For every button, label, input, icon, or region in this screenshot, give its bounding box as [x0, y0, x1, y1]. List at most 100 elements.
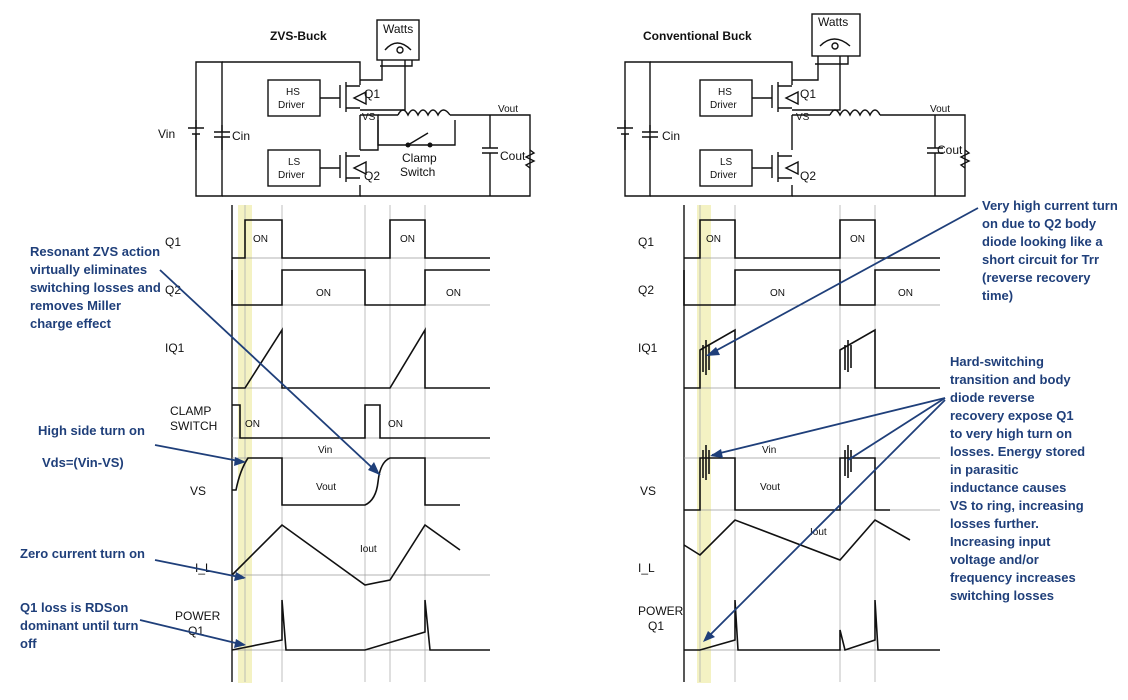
high-side-line-1: High side turn on: [38, 423, 145, 438]
annotation-high-side: High side turn on Vds=(Vin-VS): [38, 423, 246, 470]
vout-node-label-right: Vout: [930, 104, 950, 115]
hard-line-7: in parasitic: [950, 462, 1019, 477]
annotation-q1-loss: Q1 loss is RDSon dominant until turn off: [20, 600, 246, 651]
q1-label-right: Q1: [800, 87, 816, 101]
iq1-wave-label-right: IQ1: [638, 341, 658, 355]
clamp-wave-label-2: SWITCH: [170, 419, 217, 433]
q2-label-right: Q2: [800, 169, 816, 183]
ls-driver-right-label-2: Driver: [710, 170, 737, 181]
zero-current-line-1: Zero current turn on: [20, 546, 145, 561]
vs-wave-label-right: VS: [640, 484, 656, 498]
very-high-line-4: short circuit for Trr: [982, 252, 1099, 267]
ls-driver-right-label-1: LS: [720, 157, 733, 168]
q2-wave-label-right: Q2: [638, 283, 654, 297]
watts-meter: [376, 19, 420, 61]
q1-on-right-1: ON: [706, 234, 721, 245]
hard-line-10: losses further.: [950, 516, 1039, 531]
cin-label-right: Cin: [662, 129, 680, 143]
clamp-wave-label-1: CLAMP: [170, 404, 211, 418]
hs-driver-right-label-2: Driver: [710, 100, 737, 111]
q1-loss-line-1: Q1 loss is RDSon: [20, 600, 128, 615]
hard-arrow-3: [847, 397, 946, 461]
q2-on-right-2: ON: [898, 288, 913, 299]
q2-on-label-1: ON: [316, 288, 331, 299]
conventional-buck-title: Conventional Buck: [643, 29, 752, 43]
q1-on-right-2: ON: [850, 234, 865, 245]
q2-on-right-1: ON: [770, 288, 785, 299]
very-high-line-3: diode looking like a: [982, 234, 1103, 249]
resonant-line-4: removes Miller: [30, 298, 121, 313]
hard-line-13: frequency increases: [950, 570, 1076, 585]
hard-line-5: to very high turn on: [950, 426, 1072, 441]
q2-on-label-2: ON: [446, 288, 461, 299]
cout-label-right: Cout: [937, 143, 963, 157]
vout-node-label: Vout: [498, 104, 518, 115]
clamp-label-1: Clamp: [402, 151, 437, 165]
q1-label: Q1: [364, 87, 380, 101]
vin-label: Vin: [158, 127, 175, 141]
q1-on-label-1: ON: [253, 234, 268, 245]
hard-line-4: recovery expose Q1: [950, 408, 1074, 423]
very-high-line-2: on due to Q2 body: [982, 216, 1097, 231]
vout-level-label: Vout: [316, 482, 336, 493]
power-wave-label-right-2: Q1: [648, 619, 664, 633]
hard-line-12: voltage and/or: [950, 552, 1039, 567]
iout-label-right: Iout: [810, 527, 827, 538]
conventional-buck-schematic: Conventional Buck Cin HS Driver Q1 LS Dr…: [617, 13, 971, 197]
vin-level-right: Vin: [762, 445, 776, 456]
zvs-buck-title: ZVS-Buck: [270, 29, 327, 43]
conventional-waveforms: Q1 ON ON Q2 ON ON IQ1 VS Vin Vout I_L Io…: [638, 205, 940, 683]
annotation-hard-switching: Hard-switching transition and body diode…: [703, 354, 1085, 642]
annotation-resonant: Resonant ZVS action virtually eliminates…: [30, 244, 381, 476]
clamp-on-label-2: ON: [388, 419, 403, 430]
very-high-arrow: [707, 207, 979, 356]
hs-driver-right-label-1: HS: [718, 87, 732, 98]
zero-current-arrow: [154, 559, 245, 579]
q1-loss-arrow: [139, 619, 245, 646]
hard-line-3: diode reverse: [950, 390, 1035, 405]
hard-line-11: Increasing input: [950, 534, 1051, 549]
hs-driver-label-2: Driver: [278, 100, 305, 111]
power-wave-label-1: POWER: [175, 609, 221, 623]
resonant-line-1: Resonant ZVS action: [30, 244, 160, 259]
zvs-waveforms: Q1 ON ON Q2 ON ON IQ1 CLAMP SWITCH ON ON…: [165, 205, 490, 683]
vin-level-label: Vin: [318, 445, 332, 456]
vout-level-right: Vout: [760, 482, 780, 493]
ls-driver-label-2: Driver: [278, 170, 305, 181]
hard-line-1: Hard-switching: [950, 354, 1044, 369]
clamp-on-label-1: ON: [245, 419, 260, 430]
zvs-buck-schematic: ZVS-Buck Vin Cin HS Driver Q1 LS Driver …: [158, 19, 536, 197]
q2-label: Q2: [364, 169, 380, 183]
watts-label-right: Watts: [818, 15, 848, 29]
high-side-line-2: Vds=(Vin-VS): [42, 455, 124, 470]
annotation-very-high-current: Very high current turn on due to Q2 body…: [706, 198, 1118, 356]
resonant-line-5: charge effect: [30, 316, 112, 331]
power-wave-label-right-1: POWER: [638, 604, 684, 618]
hs-driver-label-1: HS: [286, 87, 300, 98]
cout-label: Cout: [500, 149, 526, 163]
q1-loss-line-3: off: [20, 636, 37, 651]
q1-on-label-2: ON: [400, 234, 415, 245]
iout-label: Iout: [360, 544, 377, 555]
vs-wave-label: VS: [190, 484, 206, 498]
hard-line-14: switching losses: [950, 588, 1054, 603]
clamp-label-2: Switch: [400, 165, 435, 179]
resonant-line-2: virtually eliminates: [30, 262, 147, 277]
very-high-line-6: time): [982, 288, 1013, 303]
iq1-wave-label: IQ1: [165, 341, 185, 355]
power-wave-label-2: Q1: [188, 624, 204, 638]
hard-arrow-1: [711, 397, 946, 456]
hard-line-8: inductance causes: [950, 480, 1066, 495]
vs-node-label: VS: [362, 112, 376, 123]
very-high-line-5: (reverse recovery: [982, 270, 1091, 285]
very-high-line-1: Very high current turn: [982, 198, 1118, 213]
q1-loss-line-2: dominant until turn: [20, 618, 138, 633]
il-wave-label-right: I_L: [638, 561, 655, 575]
q1-wave-label: Q1: [165, 235, 181, 249]
q1-wave-label-right: Q1: [638, 235, 654, 249]
hard-line-2: transition and body: [950, 372, 1071, 387]
cin-label: Cin: [232, 129, 250, 143]
hard-line-9: VS to ring, increasing: [950, 498, 1084, 513]
annotation-zero-current: Zero current turn on: [20, 546, 246, 581]
